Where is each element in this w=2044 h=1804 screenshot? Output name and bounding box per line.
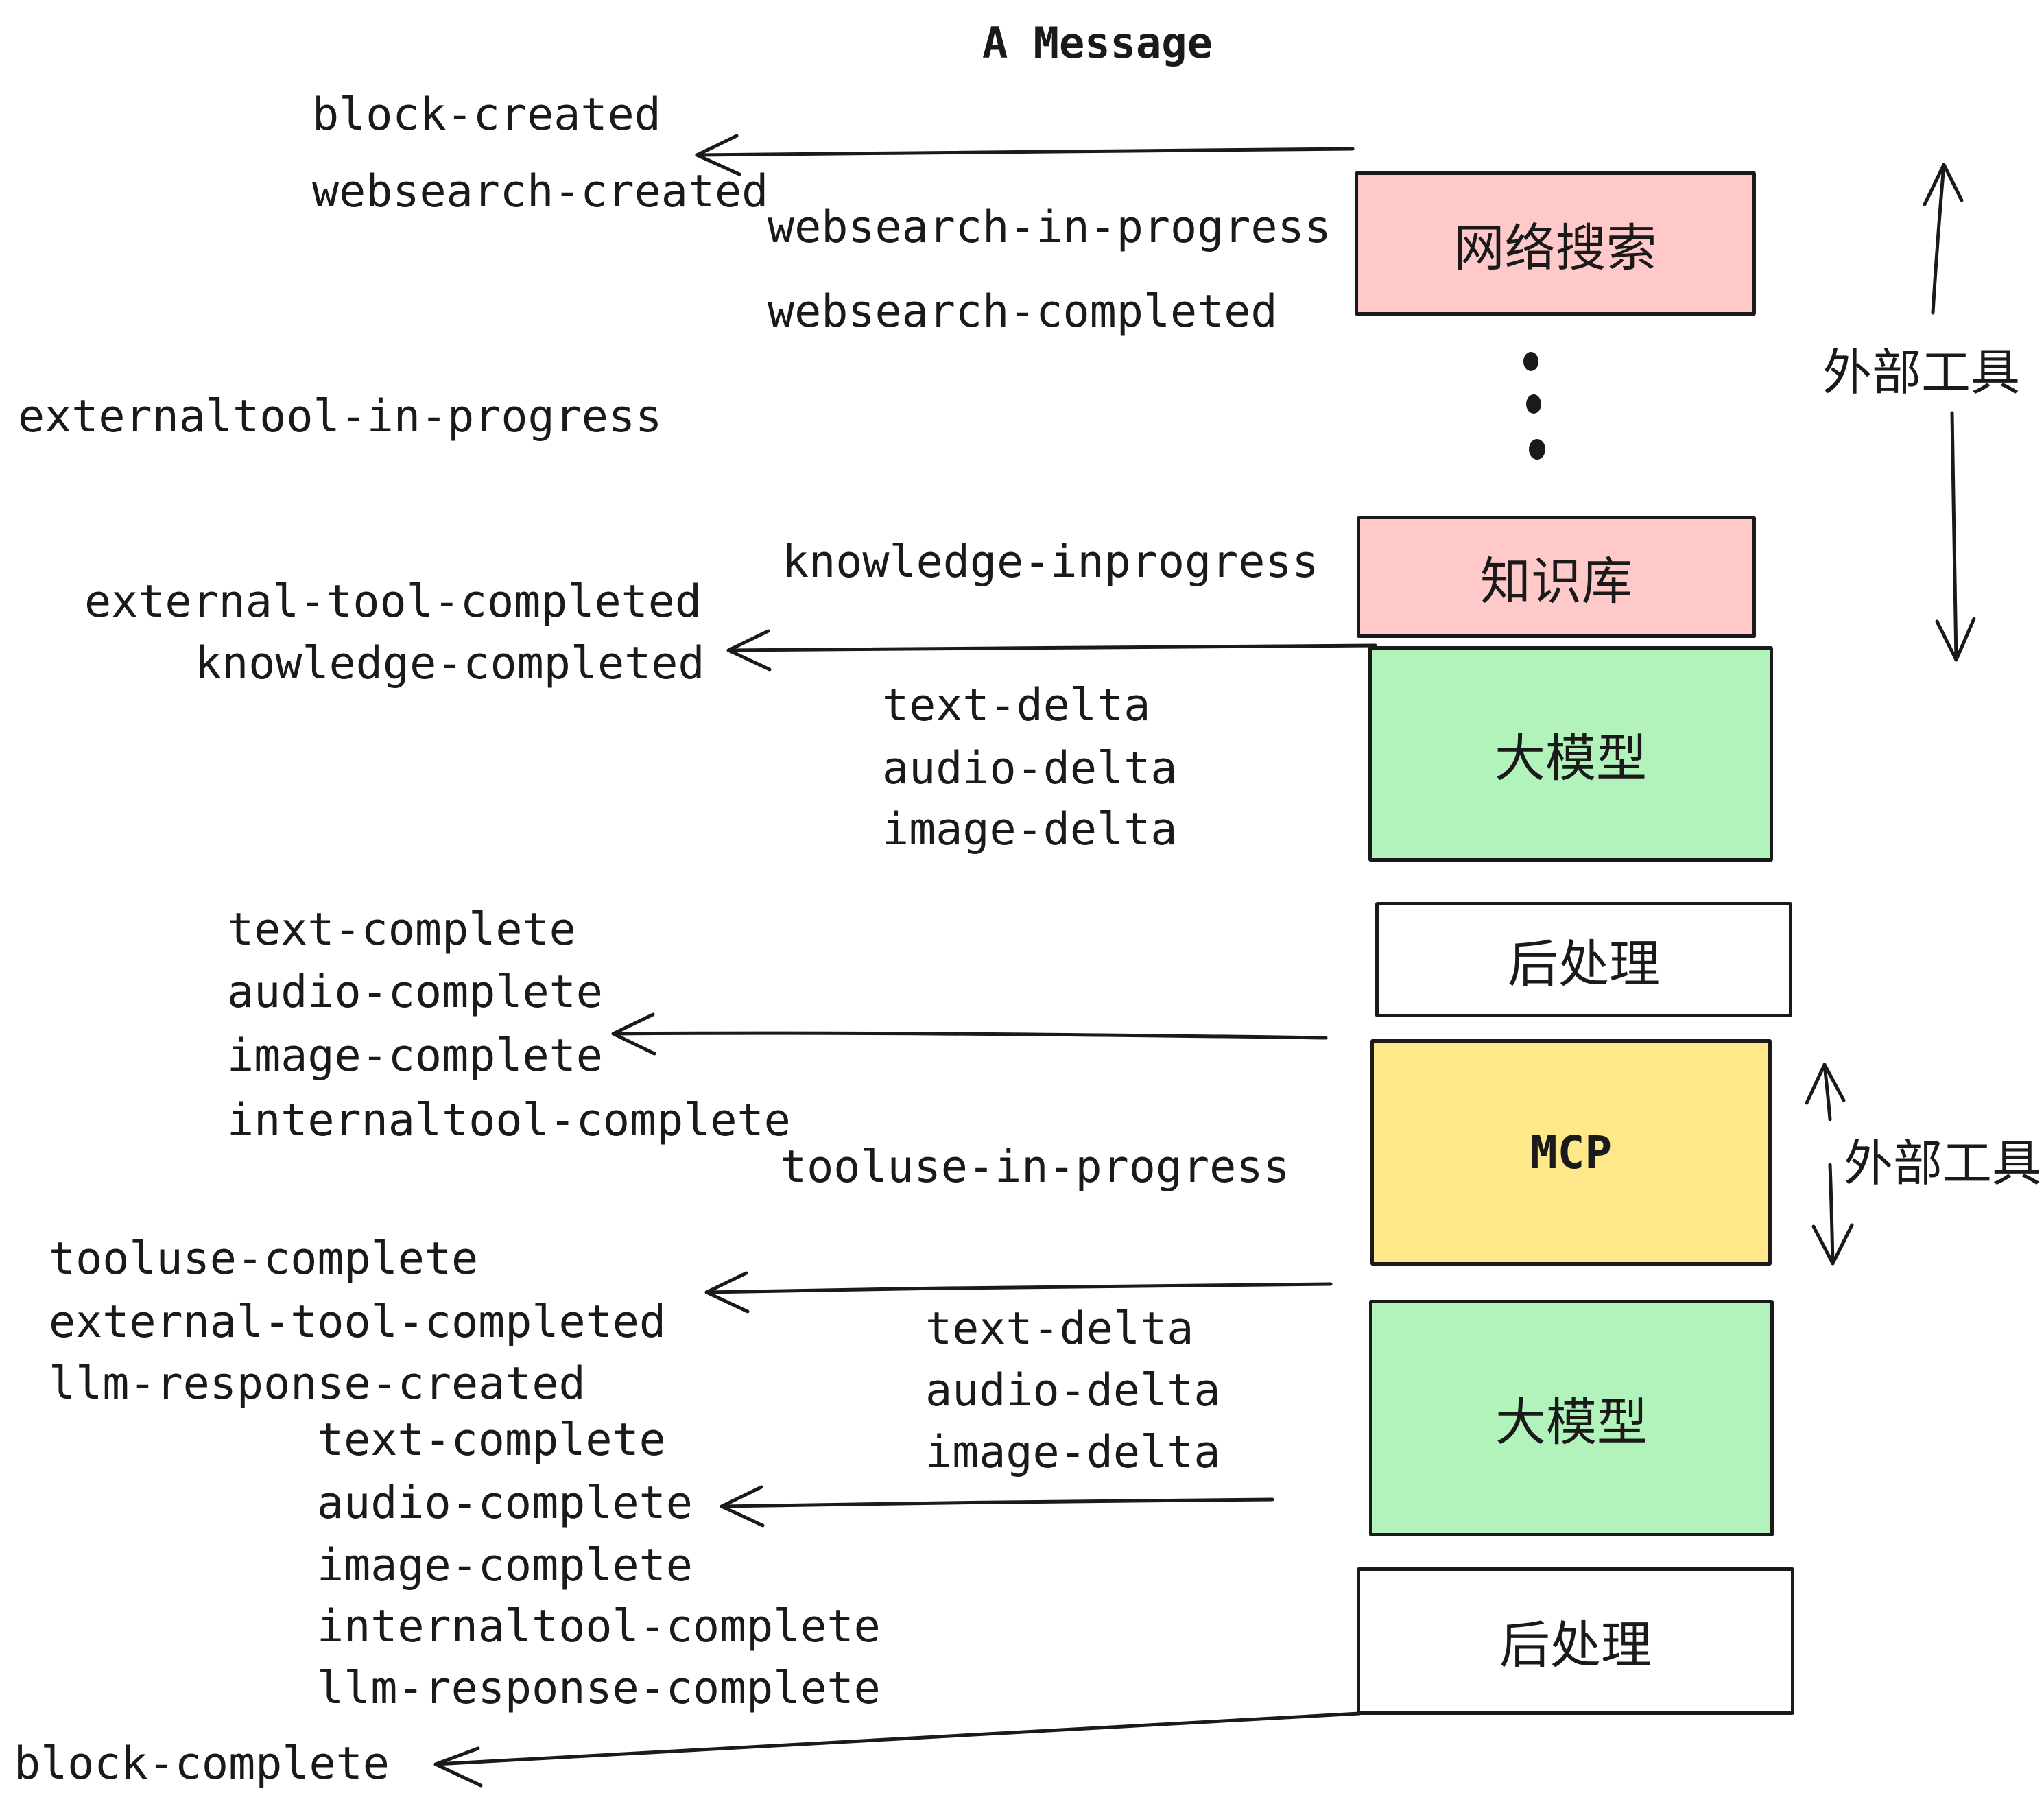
event-label-image-delta-2: image-delta bbox=[925, 1427, 1221, 1478]
event-label-audio-delta-2: audio-delta bbox=[925, 1365, 1221, 1416]
node-websearch: 网络搜索 bbox=[1355, 171, 1756, 316]
event-label-text-complete: text-complete bbox=[227, 904, 576, 956]
event-label-tooluse-in-progress: tooluse-in-progress bbox=[780, 1141, 1290, 1193]
event-label-llm-response-complete: llm-response-complete bbox=[317, 1663, 881, 1714]
arrow-to-knowledge-completed-icon bbox=[726, 629, 1377, 672]
ellipsis-dots-icon bbox=[1523, 352, 1545, 460]
node-llm-1: 大模型 bbox=[1368, 646, 1773, 862]
node-postprocess-2-label: 后处理 bbox=[1499, 1617, 1652, 1674]
event-label-tooluse-complete: tooluse-complete bbox=[49, 1233, 479, 1285]
node-mcp: MCP bbox=[1370, 1039, 1772, 1266]
event-label-audio-complete: audio-complete bbox=[227, 966, 603, 1018]
event-label-llm-response-created: llm-response-created bbox=[49, 1358, 586, 1410]
event-label-websearch-in-progress: websearch-in-progress bbox=[768, 202, 1331, 253]
event-label-websearch-completed: websearch-completed bbox=[768, 286, 1278, 337]
node-postprocess-1: 后处理 bbox=[1375, 902, 1792, 1017]
diagram-title: A Message bbox=[982, 18, 1213, 68]
event-label-external-tool-completed-2: external-tool-completed bbox=[49, 1296, 667, 1348]
event-label-image-delta: image-delta bbox=[882, 804, 1178, 855]
event-label-audio-delta: audio-delta bbox=[882, 743, 1178, 794]
event-label-external-tool-completed: external-tool-completed bbox=[84, 576, 702, 628]
event-label-text-delta: text-delta bbox=[882, 680, 1151, 731]
node-postprocess-1-label: 后处理 bbox=[1508, 935, 1660, 993]
arrow-to-audio-complete-icon bbox=[720, 1485, 1274, 1528]
event-label-websearch-created: websearch-created bbox=[312, 166, 769, 217]
node-llm-2-label: 大模型 bbox=[1495, 1394, 1648, 1451]
arrow-websearch-to-created-icon bbox=[695, 134, 1355, 176]
event-label-text-delta-2: text-delta bbox=[925, 1303, 1194, 1355]
event-label-internaltool-complete: internaltool-complete bbox=[227, 1095, 791, 1146]
event-label-block-complete: block-complete bbox=[14, 1738, 390, 1790]
node-knowledge-base: 知识库 bbox=[1357, 516, 1756, 638]
event-label-image-complete-2: image-complete bbox=[317, 1540, 693, 1591]
event-label-image-complete: image-complete bbox=[227, 1030, 603, 1082]
event-label-knowledge-inprogress: knowledge-inprogress bbox=[782, 536, 1319, 588]
external-tools-label-mid: 外部工具 bbox=[1844, 1137, 2042, 1191]
node-knowledge-base-label: 知识库 bbox=[1480, 552, 1632, 610]
event-label-audio-complete-2: audio-complete bbox=[317, 1477, 693, 1529]
node-mcp-label: MCP bbox=[1530, 1126, 1613, 1179]
node-websearch-label: 网络搜索 bbox=[1453, 219, 1657, 276]
event-label-externaltool-in-progress: externaltool-in-progress bbox=[18, 391, 663, 442]
arrow-to-block-complete-icon bbox=[433, 1711, 1362, 1788]
event-label-block-created: block-created bbox=[312, 89, 661, 141]
external-tools-mid-up-arrow-icon bbox=[1805, 1063, 1846, 1121]
node-llm-2: 大模型 bbox=[1369, 1300, 1774, 1536]
external-tools-up-arrow-icon bbox=[1923, 163, 1964, 315]
event-label-knowledge-completed: knowledge-completed bbox=[195, 638, 705, 689]
arrow-to-image-complete-icon bbox=[611, 1012, 1328, 1056]
node-llm-1-label: 大模型 bbox=[1495, 729, 1647, 787]
event-label-internaltool-complete-2: internaltool-complete bbox=[317, 1601, 881, 1652]
external-tools-down-arrow-icon bbox=[1935, 411, 1976, 662]
external-tools-label-top: 外部工具 bbox=[1822, 346, 2021, 401]
node-postprocess-2: 后处理 bbox=[1357, 1567, 1794, 1715]
event-label-text-complete-2: text-complete bbox=[317, 1414, 666, 1466]
